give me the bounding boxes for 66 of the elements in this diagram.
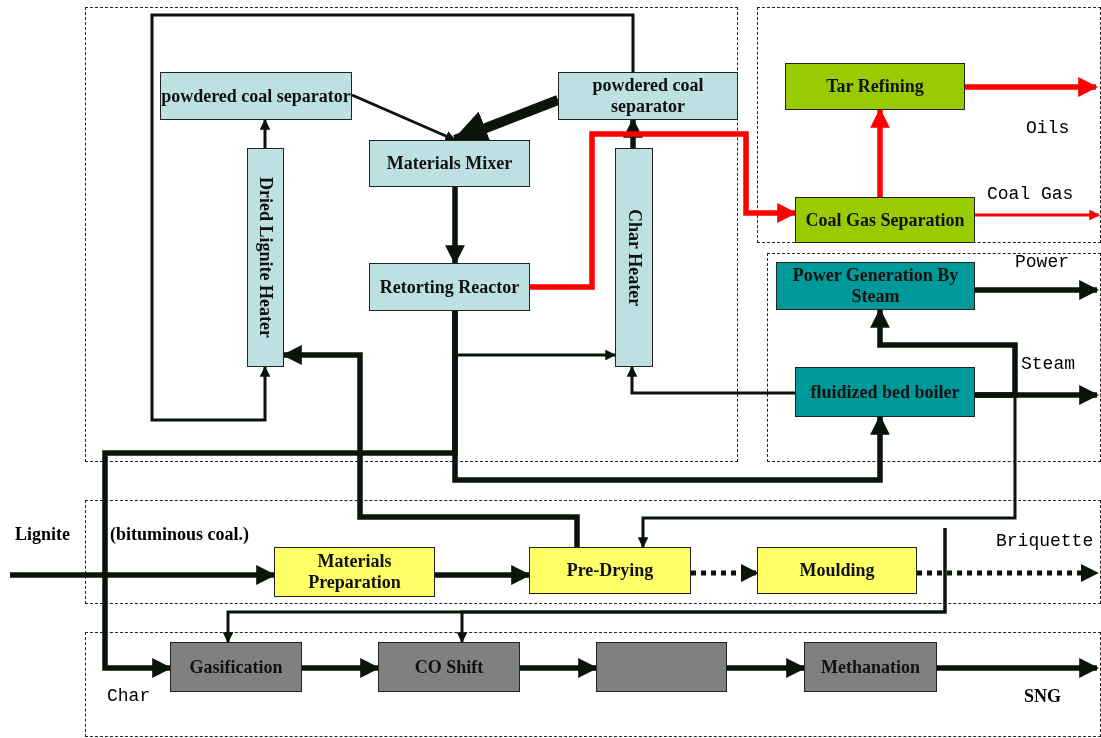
stream-label: (bituminous coal.): [110, 524, 250, 544]
process-box: [795, 197, 975, 243]
process-box: [558, 72, 738, 120]
arrow: [351, 93, 456, 142]
process-label: powdered coal separator: [161, 85, 351, 107]
process-box: [369, 140, 530, 187]
process-box: [529, 547, 691, 594]
stream-label: Power: [1015, 252, 1069, 272]
stream-label: Char: [107, 686, 151, 706]
process-label: fluidized bed boiler: [810, 381, 960, 403]
process-box: [170, 642, 302, 692]
stream-label: Coal Gas: [987, 184, 1074, 204]
arrow: [637, 393, 1017, 549]
process-box: [596, 642, 727, 692]
arrow: [727, 658, 806, 678]
process-box: [804, 642, 937, 692]
process-label: powdered coal separator: [591, 75, 705, 117]
process-label: Retorting Reactor: [379, 276, 520, 298]
process-box: [378, 642, 520, 692]
arrow: [282, 345, 580, 547]
process-label: Methanation: [821, 656, 920, 678]
dotted-arrow: [917, 564, 1099, 582]
arrow: [10, 565, 276, 585]
arrow: [259, 118, 271, 148]
process-box: [785, 63, 965, 110]
arrow: [975, 280, 1099, 300]
process-label: Materials Mixer: [386, 153, 513, 174]
arrow: [870, 308, 1018, 398]
dotted-arrow: [691, 564, 759, 582]
arrow: [150, 13, 635, 422]
process-box: [160, 72, 352, 120]
arrow: [445, 187, 465, 265]
process-label: Moulding: [799, 560, 875, 581]
stream-label: Oils: [1026, 118, 1070, 138]
process-label: Coal Gas Separation: [805, 209, 965, 231]
arrow: [965, 77, 1098, 97]
process-label: Pre-Drying: [566, 560, 654, 581]
arrow: [102, 311, 458, 678]
stream-label: Lignite: [15, 524, 70, 544]
process-label: Power Generation By Steam: [791, 265, 960, 307]
process-box: [757, 547, 917, 594]
process-label: Char Heater: [623, 208, 645, 307]
process-box: [615, 148, 653, 367]
process-box: [247, 148, 284, 367]
process-label: Dried Lignite Heater: [255, 177, 276, 338]
process-box: [369, 263, 530, 311]
arrow: [626, 365, 795, 395]
stream-label: Briquette: [996, 531, 1094, 551]
process-label: Materials Preparation: [307, 551, 402, 593]
arrow: [456, 528, 947, 644]
arrow: [530, 131, 797, 290]
arrow: [302, 658, 380, 678]
process-label: CO Shift: [414, 656, 484, 678]
arrow: [975, 209, 1101, 221]
process-label: Tar Refining: [826, 76, 924, 97]
arrow: [937, 658, 1099, 678]
process-box: [795, 367, 975, 417]
process-box: [776, 262, 975, 310]
process-box: [274, 547, 435, 597]
process-label: Gasification: [189, 656, 283, 678]
arrow: [435, 565, 531, 585]
arrow: [520, 658, 598, 678]
stream-label: Steam: [1021, 354, 1075, 374]
arrow: [623, 118, 643, 148]
arrow: [870, 108, 890, 197]
stream-label: SNG: [1024, 686, 1061, 706]
